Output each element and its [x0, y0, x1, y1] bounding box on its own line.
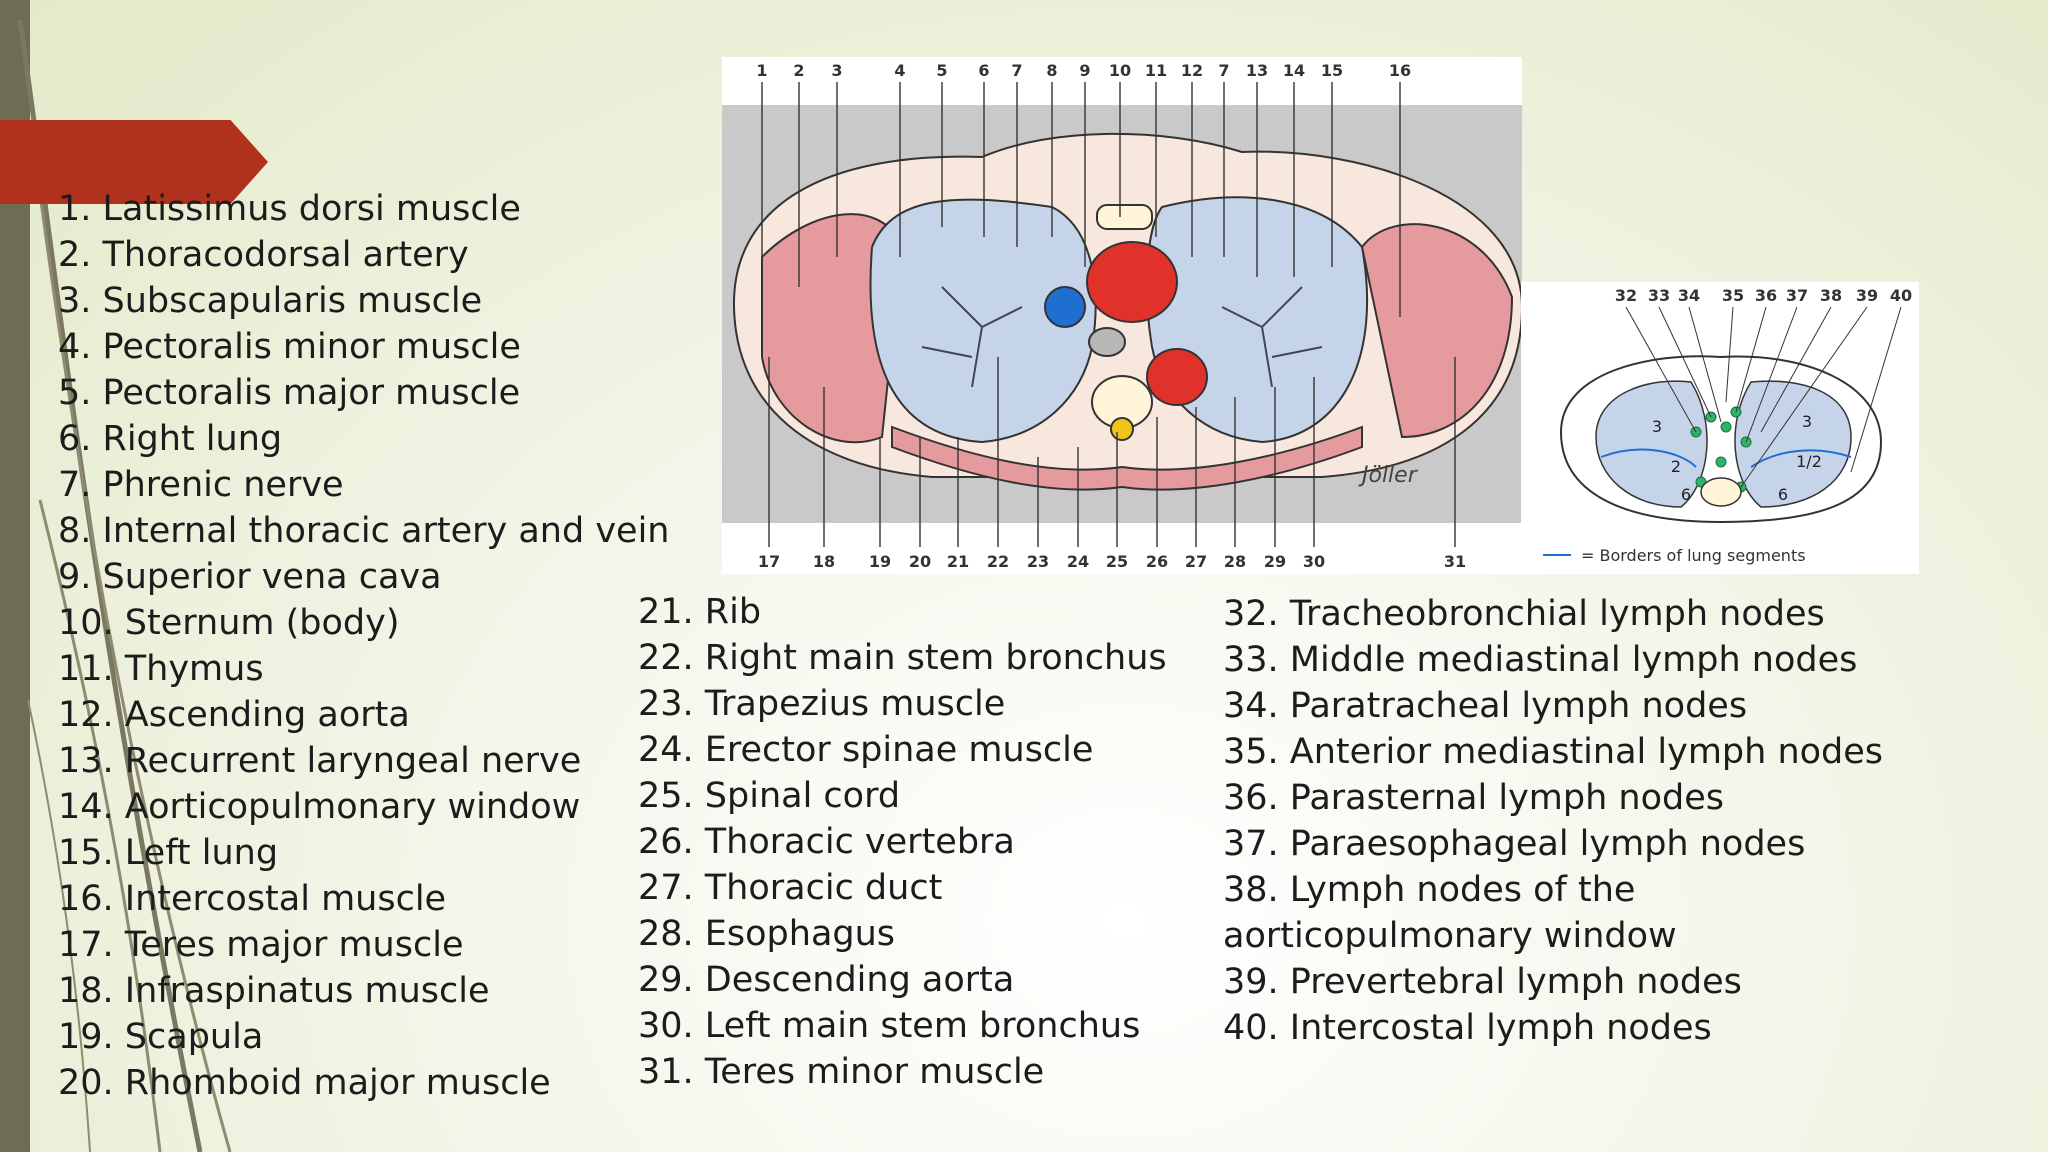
thorax-cross-section-figure: 1 2 3 4 5 6 7 8 9 10 11 12 7 13 14 15 16… [722, 57, 1524, 574]
legend-item: 29. Descending aorta [638, 960, 1015, 1000]
segment-label: 6 [1681, 485, 1691, 504]
top-label: 9 [1079, 61, 1090, 80]
legend-item: 5. Pectoralis major muscle [58, 373, 521, 413]
bottom-label: 20 [909, 552, 931, 571]
bottom-label: 23 [1027, 552, 1049, 571]
legend-item: 40. Intercostal lymph nodes [1223, 1008, 1712, 1048]
bottom-label: 19 [869, 552, 891, 571]
bottom-label: 18 [813, 552, 835, 571]
title-accent-tab [0, 120, 268, 204]
top-label: 8 [1046, 61, 1057, 80]
legend-item: 9. Superior vena cava [58, 557, 442, 597]
legend-item: 22. Right main stem bronchus [638, 638, 1167, 678]
top-label: 11 [1145, 61, 1167, 80]
legend-item: 34. Paratracheal lymph nodes [1223, 686, 1748, 726]
legend-item: 20. Rhomboid major muscle [58, 1063, 551, 1103]
legend-item: 3. Subscapularis muscle [58, 281, 483, 321]
legend-item: 36. Parasternal lymph nodes [1223, 778, 1724, 818]
legend-column-3: 32. Tracheobronchial lymph nodes 33. Midd… [1223, 591, 1884, 1051]
legend-item: 15. Left lung [58, 833, 279, 873]
legend-item: 13. Recurrent laryngeal nerve [58, 741, 582, 781]
legend-item: 2. Thoracodorsal artery [58, 235, 469, 275]
legend-column-1: 1. Latissimus dorsi muscle 2. Thoracodors… [58, 186, 669, 1106]
top-label: 14 [1283, 61, 1305, 80]
top-label: 1 [756, 61, 767, 80]
legend-item: 35. Anterior mediastinal lymph nodes [1223, 732, 1884, 772]
inset-top-label: 37 [1786, 286, 1808, 305]
legend-item: 21. Rib [638, 592, 762, 632]
bottom-label: 29 [1264, 552, 1286, 571]
artist-signature: Jöller [1358, 463, 1419, 488]
legend-item: 32. Tracheobronchial lymph nodes [1223, 594, 1825, 634]
legend-item: 4. Pectoralis minor muscle [58, 327, 521, 367]
top-label: 3 [831, 61, 842, 80]
inset-top-label: 39 [1856, 286, 1878, 305]
bottom-label: 26 [1146, 552, 1168, 571]
thorax-cross-section-drawing: 1 2 3 4 5 6 7 8 9 10 11 12 7 13 14 15 16… [722, 61, 1524, 571]
inset-top-label: 32 [1615, 286, 1637, 305]
bottom-label: 31 [1444, 552, 1466, 571]
bottom-label: 30 [1303, 552, 1325, 571]
top-label: 15 [1321, 61, 1343, 80]
legend-item: 30. Left main stem bronchus [638, 1006, 1141, 1046]
top-label: 5 [936, 61, 947, 80]
legend-item: 8. Internal thoracic artery and vein [58, 511, 670, 551]
legend-item: 33. Middle mediastinal lymph nodes [1223, 640, 1858, 680]
top-label: 7 [1011, 61, 1022, 80]
legend-item: 19. Scapula [58, 1017, 264, 1057]
bottom-label: 25 [1106, 552, 1128, 571]
legend-item: 39. Prevertebral lymph nodes [1223, 962, 1742, 1002]
segment-label: 3 [1652, 417, 1662, 436]
top-label: 4 [894, 61, 905, 80]
segment-label: 2 [1671, 457, 1681, 476]
bottom-label: 22 [987, 552, 1009, 571]
bottom-label: 21 [947, 552, 969, 571]
legend-item: 16. Intercostal muscle [58, 879, 447, 919]
segment-label: 3 [1802, 412, 1812, 431]
legend-item: 23. Trapezius muscle [638, 684, 1006, 724]
bottom-label: 24 [1067, 552, 1089, 571]
lymph-node-inset-figure: 32 33 34 35 36 37 38 39 40 3 2 6 3 1/2 6… [1521, 282, 1919, 574]
legend-item: 11. Thymus [58, 649, 264, 689]
top-label: 10 [1109, 61, 1131, 80]
top-label: 2 [793, 61, 804, 80]
legend-item: 26. Thoracic vertebra [638, 822, 1015, 862]
top-label: 12 [1181, 61, 1203, 80]
segment-label: 1/2 [1796, 452, 1822, 471]
legend-item: 31. Teres minor muscle [638, 1052, 1045, 1092]
bottom-label: 27 [1185, 552, 1207, 571]
legend-item: 18. Infraspinatus muscle [58, 971, 490, 1011]
legend-item: 25. Spinal cord [638, 776, 901, 816]
legend-item: 6. Right lung [58, 419, 283, 459]
inset-top-label: 40 [1890, 286, 1912, 305]
bottom-label: 17 [758, 552, 780, 571]
inset-top-label: 33 [1648, 286, 1670, 305]
legend-item: 17. Teres major muscle [58, 925, 464, 965]
lymph-node-inset-drawing: 32 33 34 35 36 37 38 39 40 3 2 6 3 1/2 6… [1543, 286, 1912, 565]
segment-border-legend: = Borders of lung segments [1581, 546, 1806, 565]
top-label: 16 [1389, 61, 1411, 80]
legend-item: 1. Latissimus dorsi muscle [58, 189, 521, 229]
legend-item: 28. Esophagus [638, 914, 896, 954]
legend-item: 27. Thoracic duct [638, 868, 943, 908]
legend-item: 10. Sternum (body) [58, 603, 400, 643]
legend-item: 14. Aorticopulmonary window [58, 787, 581, 827]
inset-top-label: 36 [1755, 286, 1777, 305]
legend-item: 24. Erector spinae muscle [638, 730, 1094, 770]
legend-item: 38. Lymph nodes of the aorticopulmonary … [1223, 870, 1677, 956]
legend-item: 12. Ascending aorta [58, 695, 410, 735]
top-label: 6 [978, 61, 989, 80]
inset-top-label: 35 [1722, 286, 1744, 305]
legend-item: 37. Paraesophageal lymph nodes [1223, 824, 1806, 864]
inset-top-label: 34 [1678, 286, 1700, 305]
top-label: 7 [1218, 61, 1229, 80]
bottom-label: 28 [1224, 552, 1246, 571]
top-label: 13 [1246, 61, 1268, 80]
legend-item: 7. Phrenic nerve [58, 465, 344, 505]
inset-top-label: 38 [1820, 286, 1842, 305]
segment-label: 6 [1778, 485, 1788, 504]
legend-column-2: 21. Rib 22. Right main stem bronchus 23. T… [638, 589, 1167, 1095]
